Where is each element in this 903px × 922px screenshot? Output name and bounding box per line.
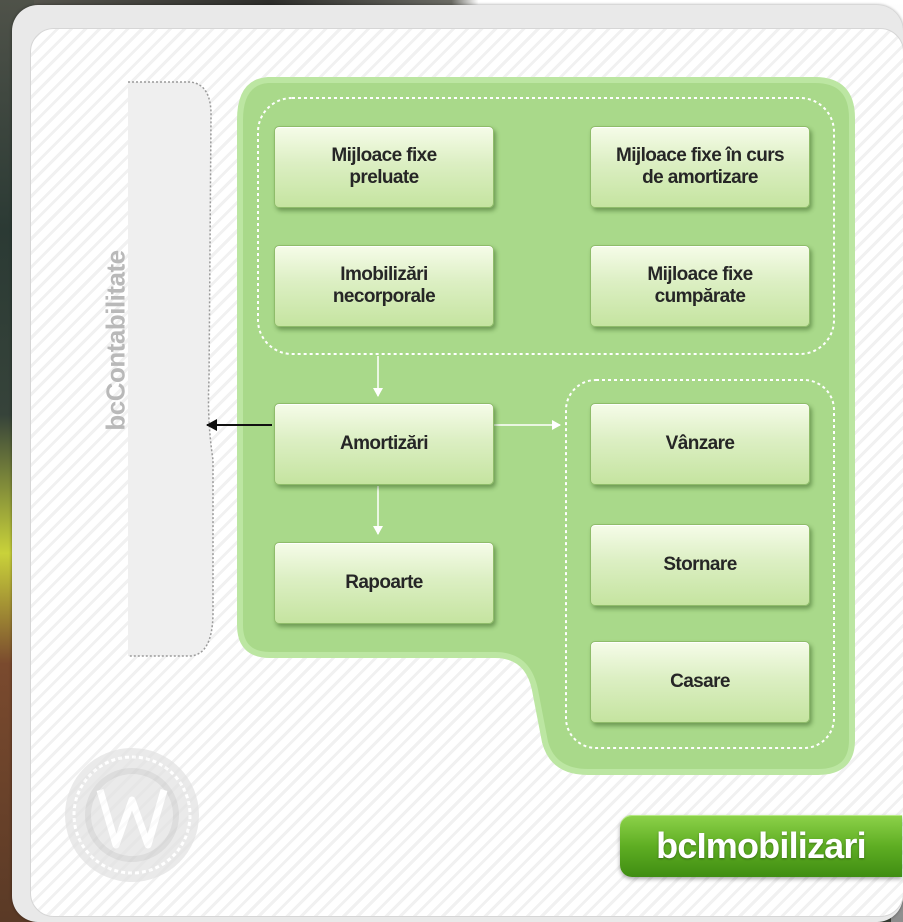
module-badge-label: bcImobilizari [656,825,866,866]
circle-w-logo-icon [65,748,199,882]
node-mijloace-fixe-curs-amortizare[interactable]: Mijloace fixe în curs de amortizare [590,126,810,208]
node-rapoarte[interactable]: Rapoarte [274,542,494,624]
bccontabilitate-text: bcContabilitate [100,249,131,431]
node-imobilizari-necorporale[interactable]: Imobilizări necorporale [274,245,494,327]
node-mijloace-fixe-preluate[interactable]: Mijloace fixe preluate [274,126,494,208]
node-stornare[interactable]: Stornare [590,524,810,606]
node-mijloace-fixe-cumparate[interactable]: Mijloace fixe cumpărate [590,245,810,327]
bccontabilitate-bracket [128,81,214,657]
module-badge: bcImobilizari [620,815,902,877]
group-top-outline [257,97,835,355]
node-vanzare[interactable]: Vânzare [590,403,810,485]
bccontabilitate-label: bcContabilitate [96,180,136,500]
node-casare[interactable]: Casare [590,641,810,723]
node-amortizari[interactable]: Amortizări [274,403,494,485]
group-right-outline [565,379,835,749]
